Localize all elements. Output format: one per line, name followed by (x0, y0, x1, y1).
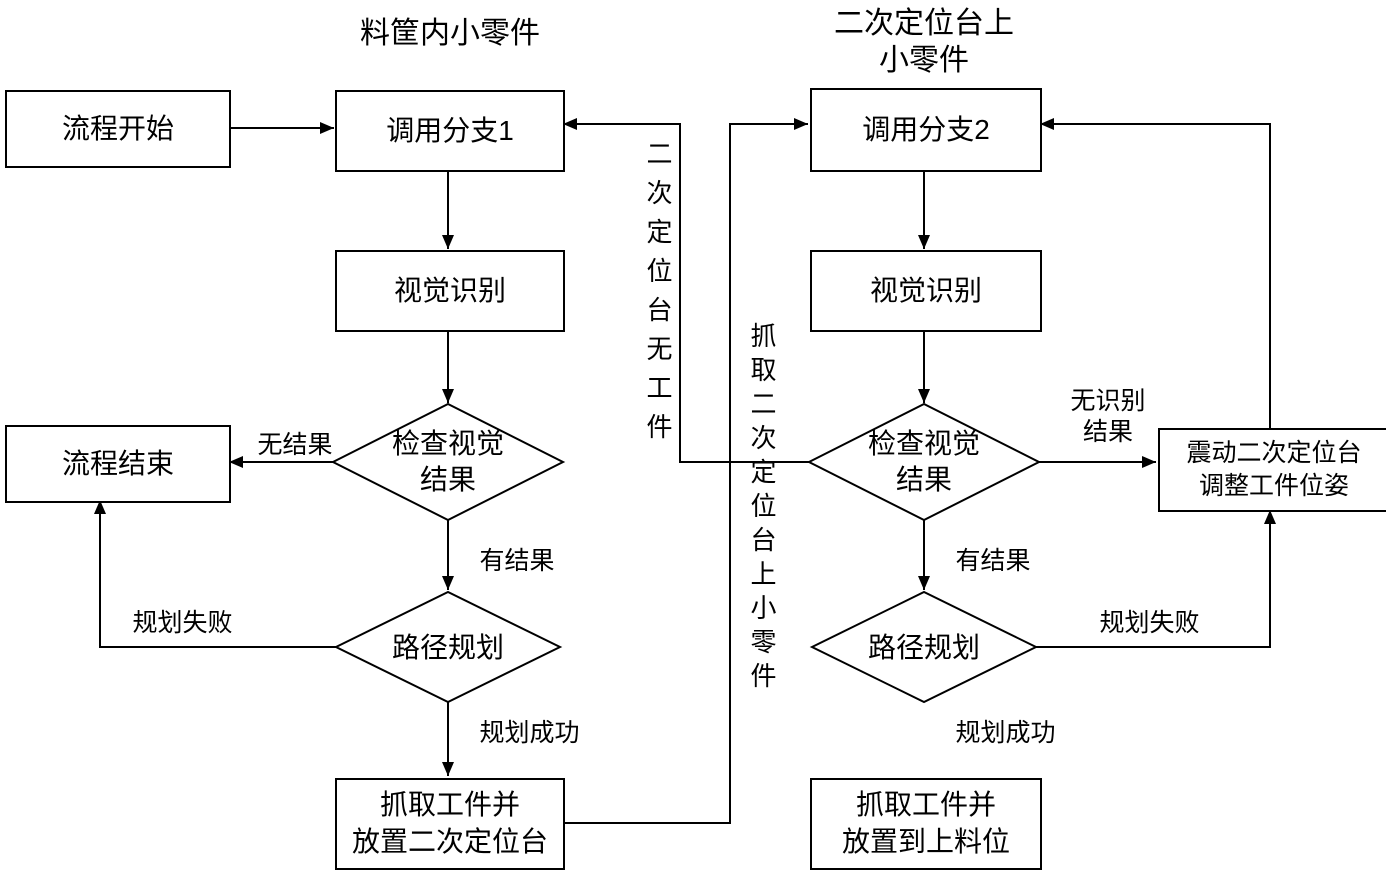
label-no-result-left: 无结果 (257, 431, 333, 459)
call-branch2-node: 调用分支2 (810, 88, 1042, 172)
check1-label: 检查视觉 结果 (391, 428, 504, 495)
label-has-result-right: 有结果 (955, 547, 1031, 575)
decision-plan2-diamond (809, 590, 1039, 704)
edge-grab1-to-branch2 (561, 118, 808, 824)
plan1-label: 路径规划 (391, 632, 504, 664)
vision1-node: 视觉识别 (335, 250, 565, 332)
edge-check2-to-branch1 (563, 118, 809, 463)
plan2-label: 路径规划 (867, 632, 980, 664)
decision-check2-diamond (806, 402, 1042, 522)
label-grab-from-table-vertical: 抓取二次定位台上小零件 (747, 322, 777, 696)
label-plan-fail-right: 规划失败 (1099, 609, 1200, 637)
grab2-node: 抓取工件并 放置到上料位 (810, 778, 1042, 870)
check2-label: 检查视觉 结果 (867, 428, 980, 495)
vision2-node: 视觉识别 (810, 250, 1042, 332)
grab1-node: 抓取工件并 放置二次定位台 (335, 778, 565, 870)
start-node: 流程开始 (5, 90, 231, 168)
end-node: 流程结束 (5, 425, 231, 503)
label-has-result-left: 有结果 (479, 547, 555, 575)
left-branch-title: 料筐内小零件 (360, 17, 540, 50)
label-plan-success-left: 规划成功 (479, 719, 580, 747)
right-branch-title: 二次定位台上 小零件 (834, 7, 1014, 77)
edge-vibrate-to-branch2 (1040, 118, 1271, 428)
label-plan-fail-left: 规划失败 (132, 609, 233, 637)
label-plan-success-right: 规划成功 (955, 719, 1056, 747)
call-branch1-node: 调用分支1 (335, 90, 565, 172)
edge-plan1-fail-to-end (94, 500, 336, 648)
label-no-workpiece-vertical: 二次定位台无工件 (643, 140, 673, 452)
vibrate-node: 震动二次定位台 调整工件位姿 (1158, 428, 1386, 512)
decision-plan1-diamond (333, 590, 563, 704)
decision-check1-diamond (330, 402, 566, 522)
edge-plan2-fail-to-vibrate (1036, 510, 1276, 648)
label-no-result-right: 无识别 结果 (1070, 387, 1146, 447)
